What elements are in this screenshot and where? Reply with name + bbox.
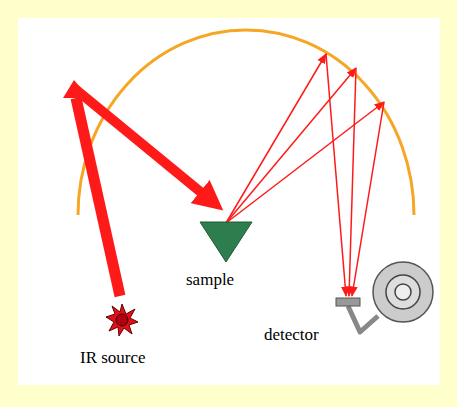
ir-source-symbol [106,304,138,336]
detector-label: detector [264,326,319,343]
ir-beam [76,98,120,296]
detector-symbol [336,262,433,332]
background-panel [18,18,440,385]
mirror-arc [78,30,414,215]
sample-label: sample [186,271,234,288]
sample-prism [200,222,252,262]
ir-beam [74,88,214,203]
scattered-rays [226,54,384,296]
source-label: IR source [80,349,146,366]
